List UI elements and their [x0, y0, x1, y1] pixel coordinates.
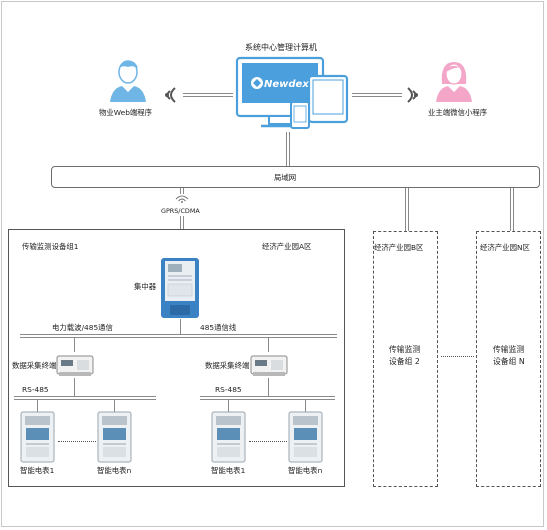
collector-left-icon — [56, 355, 94, 376]
wechat-user-avatar-icon — [436, 62, 472, 102]
rs485-to-meter-1 — [37, 400, 38, 412]
rs485-to-meter-3 — [228, 400, 229, 412]
gprs-signal-icon — [175, 195, 189, 203]
collector-left-to-rs485 — [74, 378, 75, 396]
bus-right-label: 485通信线 — [200, 323, 237, 332]
bus-line-top — [20, 334, 337, 335]
meter-label: 智能电表n — [97, 466, 132, 475]
smart-meter-icon — [211, 411, 246, 463]
lan-to-zone-n — [510, 188, 514, 231]
computer-to-lan — [286, 132, 290, 166]
right-user-label: 业主端微信小程序 — [428, 108, 488, 117]
link-left — [183, 93, 233, 97]
lan-to-zone-b — [405, 188, 409, 231]
rs485-to-meter-2 — [114, 400, 115, 412]
zone-a — [8, 229, 345, 487]
zone-b-group-label-1: 传输监测 — [389, 345, 421, 354]
meter-label: 智能电表n — [288, 466, 323, 475]
zone-b-n-dotted-link — [441, 356, 474, 357]
meter-dotted-link-right — [249, 441, 287, 442]
meter-dotted-link-left — [58, 441, 96, 442]
lan-bar — [51, 166, 540, 188]
zone-n-group-label-2: 设备组 N — [493, 357, 525, 366]
rs485-left-line-top — [14, 396, 156, 397]
bus-left-label: 电力载波/485通信 — [52, 323, 113, 332]
concentrator-icon — [161, 258, 199, 318]
rs485-to-meter-4 — [305, 400, 306, 412]
zone-b — [373, 231, 438, 487]
zone-b-park-label: 经济产业园B区 — [374, 243, 424, 252]
zone-n-group-label-1: 传输监测 — [493, 345, 525, 354]
link-right — [352, 93, 402, 97]
rs485-right-label: RS-485 — [215, 385, 242, 394]
wifi-left-icon — [165, 87, 176, 103]
wifi-right-icon — [407, 87, 418, 103]
gprs-label: GPRS/CDMA — [161, 207, 200, 215]
meter-label: 智能电表1 — [20, 466, 55, 475]
rs485-left-label: RS-485 — [22, 385, 49, 394]
lan-to-gprs — [180, 188, 184, 194]
bus-to-collector-right — [268, 338, 269, 352]
smart-meter-icon — [97, 411, 132, 463]
bus-line-bottom — [20, 337, 337, 338]
rs485-right-line-bottom — [200, 399, 335, 400]
computer-devices-icon — [235, 56, 349, 129]
collector-right-icon — [250, 355, 288, 376]
left-user-label: 物业Web端程序 — [99, 108, 153, 117]
collector-right-to-rs485 — [268, 378, 269, 396]
lan-label: 局域网 — [274, 173, 297, 182]
gprs-to-zone — [180, 216, 184, 229]
collector-left-label: 数据采集终端 — [12, 361, 57, 370]
concentrator-label: 集中器 — [134, 282, 157, 291]
smart-meter-icon — [20, 411, 55, 463]
zone-n-park-label: 经济产业园N区 — [480, 243, 530, 252]
smart-meter-icon — [288, 411, 323, 463]
meter-label: 智能电表1 — [211, 466, 246, 475]
collector-right-label: 数据采集终端 — [205, 361, 250, 370]
center-computer-label: 系统中心管理计算机 — [245, 43, 317, 52]
brand-label: Newdex — [264, 79, 309, 90]
zone-n — [476, 231, 541, 487]
web-user-avatar-icon — [110, 60, 146, 102]
zone-a-group-label: 传输监测设备组1 — [22, 242, 79, 251]
concentrator-to-bus — [180, 319, 181, 335]
bus-to-collector-left — [74, 338, 75, 352]
zone-a-park-label: 经济产业园A区 — [262, 242, 312, 251]
rs485-left-line-bottom — [14, 399, 156, 400]
zone-b-group-label-2: 设备组 2 — [389, 357, 420, 366]
rs485-right-line-top — [200, 396, 335, 397]
